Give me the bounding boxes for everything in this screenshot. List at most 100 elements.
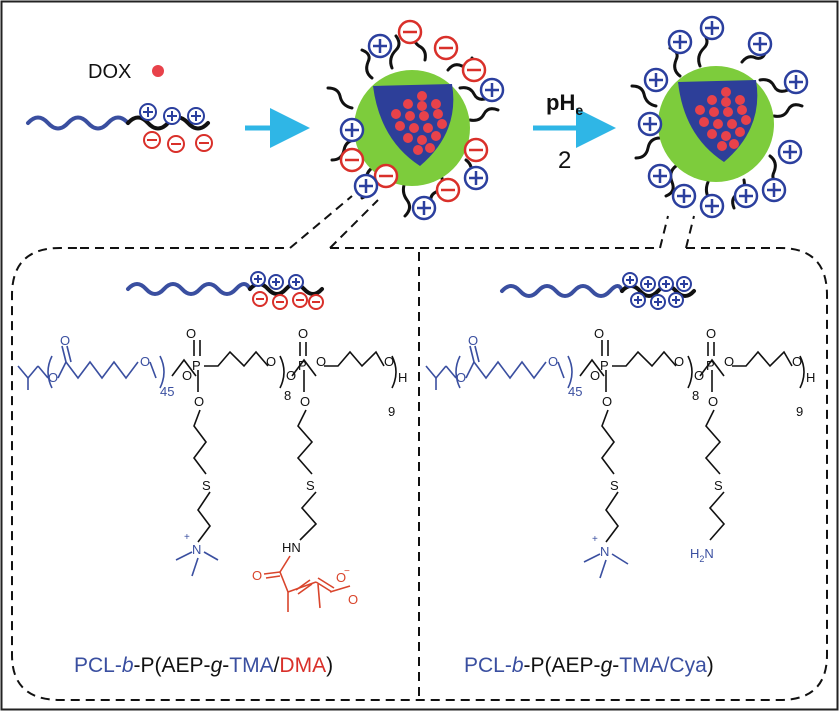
end-group-h: H: [806, 370, 815, 385]
anion-charge-icon: [143, 131, 161, 149]
cation-charge-icon: [643, 67, 669, 93]
micelle-dma-loaded: [326, 19, 505, 221]
cation-charge-icon: [353, 173, 379, 199]
svg-text:O: O: [724, 354, 734, 369]
cation-charge-icon: [761, 177, 787, 203]
thioether-s-1: S: [202, 478, 211, 493]
cation-charge-icon: [640, 276, 656, 292]
svg-text:O: O: [792, 354, 802, 369]
svg-text:O: O: [194, 394, 204, 409]
anion-charge-icon: [195, 134, 213, 152]
ammonium-n: N: [192, 542, 201, 557]
cation-charge-icon: [411, 195, 437, 221]
anion-charge-icon: [435, 177, 461, 203]
cation-charge-icon: [668, 292, 684, 308]
anion-charge-icon: [339, 147, 365, 173]
end-group-h: H: [398, 370, 407, 385]
svg-text:O: O: [348, 592, 358, 607]
pcl-repeat-count: 45: [160, 384, 174, 399]
cation-charge-icon: [733, 183, 759, 209]
cation-charge-icon: [288, 274, 304, 290]
anion-charge-icon: [373, 163, 399, 189]
cation-charge-icon: [139, 103, 157, 121]
anion-charge-icon: [397, 19, 423, 45]
svg-text:O: O: [336, 570, 346, 585]
right-copolymer-icon: [500, 272, 696, 310]
cation-charge-icon: [650, 294, 666, 310]
cation-charge-icon: [187, 107, 205, 125]
right-structure: O O O 45 O P O O P O O O O 8 9 H O: [425, 326, 815, 579]
cation-charge-icon: [463, 165, 489, 191]
anion-charge-icon: [252, 291, 268, 307]
cation-charge-icon: [777, 139, 803, 165]
svg-text:O: O: [468, 333, 478, 348]
cation-charge-icon: [622, 272, 638, 288]
cation-charge-icon: [163, 107, 181, 125]
p-block-repeat-count: 8: [284, 388, 291, 403]
svg-text:−: −: [344, 566, 350, 577]
anion-charge-icon: [308, 294, 324, 310]
left-polymer-name: PCL-b-P(AEP-g-TMA/DMA): [74, 654, 333, 677]
dox-payload: [695, 87, 751, 151]
svg-text:O: O: [384, 354, 394, 369]
amine-h2n: H2N: [690, 546, 714, 564]
cation-charge-icon: [479, 77, 505, 103]
svg-text:O: O: [674, 354, 684, 369]
thioether-s-1: S: [610, 478, 619, 493]
p-block-repeat-count: 8: [692, 388, 699, 403]
block-copolymer-dma: [26, 103, 213, 153]
thioether-s-2: S: [306, 478, 315, 493]
cation-charge-icon: [367, 33, 393, 59]
svg-text:O: O: [694, 368, 704, 383]
cation-charge-icon: [699, 193, 725, 219]
svg-text:O: O: [300, 394, 310, 409]
cation-charge-icon: [250, 271, 266, 287]
end-repeat-count: 9: [388, 404, 395, 419]
cation-charge-icon: [676, 276, 692, 292]
svg-text:P: P: [192, 358, 201, 373]
zoom-panel: [11, 195, 828, 701]
micelle-cya-loaded: [630, 15, 809, 219]
right-polymer-name: PCL-b-P(AEP-g-TMA/Cya): [464, 654, 714, 677]
thioether-s-2: S: [714, 478, 723, 493]
ph-label: pHe: [546, 90, 583, 118]
dox-label: DOX: [88, 61, 131, 83]
left-structure: O O O 45 O P O O P O O O O 8 9 H O: [17, 326, 407, 612]
svg-text:O: O: [602, 394, 612, 409]
cation-charge-icon: [268, 274, 284, 290]
svg-text:O: O: [252, 568, 262, 583]
ph-step-label: 2: [558, 147, 571, 174]
cation-charge-icon: [783, 69, 809, 95]
cation-charge-icon: [630, 292, 646, 308]
left-copolymer-icon: [126, 271, 324, 310]
svg-text:O: O: [186, 326, 196, 341]
anion-charge-icon: [433, 35, 459, 61]
cation-charge-icon: [699, 15, 725, 41]
svg-text:O: O: [182, 368, 192, 383]
cation-charge-icon: [339, 117, 365, 143]
ammonium-n: N: [600, 544, 609, 559]
svg-text:O: O: [456, 370, 466, 385]
amide-nh: HN: [282, 540, 301, 555]
dox-molecule-icon: [152, 65, 164, 77]
svg-text:O: O: [316, 354, 326, 369]
svg-text:O: O: [594, 326, 604, 341]
cation-charge-icon: [671, 183, 697, 209]
svg-text:O: O: [60, 333, 70, 348]
svg-text:O: O: [548, 354, 558, 369]
anion-charge-icon: [167, 135, 185, 153]
pcl-repeat-count: 45: [568, 384, 582, 399]
svg-text:O: O: [140, 354, 150, 369]
svg-text:+: +: [592, 534, 598, 545]
svg-text:O: O: [266, 354, 276, 369]
svg-text:O: O: [286, 368, 296, 383]
svg-text:O: O: [48, 370, 58, 385]
cation-charge-icon: [747, 31, 773, 57]
cation-charge-icon: [658, 276, 674, 292]
anion-charge-icon: [463, 137, 489, 163]
end-repeat-count: 9: [796, 404, 803, 419]
svg-text:P: P: [600, 358, 609, 373]
svg-text:+: +: [184, 532, 190, 543]
